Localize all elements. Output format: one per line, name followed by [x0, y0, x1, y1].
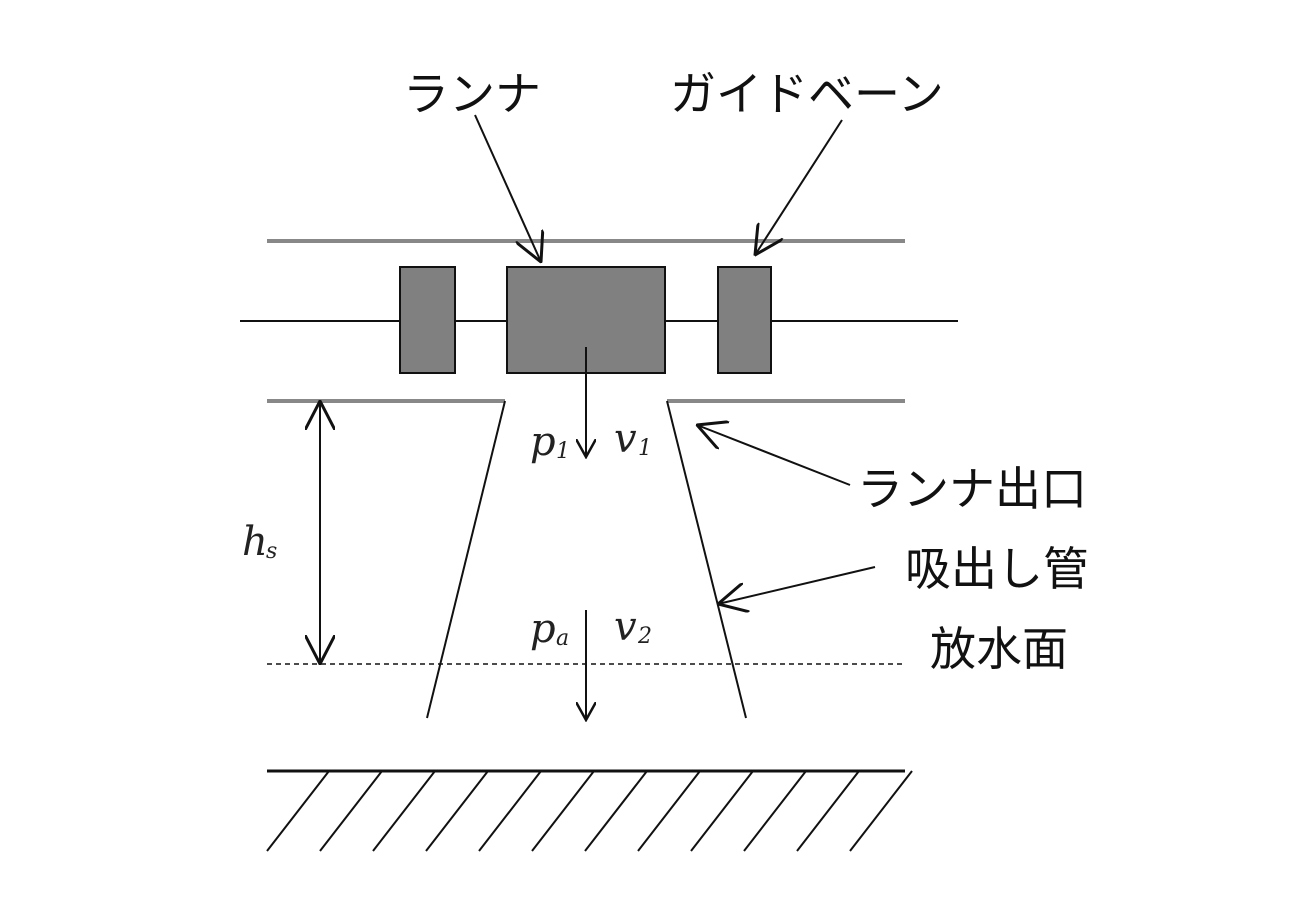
symbol-p1: p 1 [530, 419, 570, 465]
hs-sub: s [266, 539, 277, 564]
hatch-line [372, 770, 436, 852]
symbol-v1: v 1 [614, 416, 652, 462]
symbol-hs: h s [242, 519, 277, 565]
v2-base: v [614, 604, 637, 650]
symbol-pa: p a [530, 606, 569, 652]
label-tailwater-surface: 放水面 [930, 622, 1068, 676]
symbol-v2: v 2 [614, 604, 652, 650]
leader-draft-tube [718, 566, 876, 604]
label-guide-vane: ガイドベーン [670, 67, 944, 121]
hatch-line [743, 770, 807, 852]
hatch-line [849, 770, 913, 852]
pa-sub: a [556, 626, 569, 651]
hatch-line [425, 770, 489, 852]
leader-runner-outlet [697, 425, 851, 486]
ground-hatching [266, 770, 913, 852]
leader-guide-vane [755, 119, 843, 255]
left-vane-block [399, 266, 456, 374]
hatch-line [478, 770, 542, 852]
hatch-line [690, 770, 754, 852]
draft-tube-right-wall [666, 400, 747, 719]
hatch-line [319, 770, 383, 852]
leader-runner [474, 114, 541, 262]
guide-vane-block [717, 266, 772, 374]
label-runner: ランナ [403, 67, 541, 121]
v2-sub: 2 [637, 624, 652, 649]
hatch-line [531, 770, 595, 852]
hatch-line [796, 770, 860, 852]
p1-base: p [530, 419, 556, 465]
hatch-line [637, 770, 701, 852]
v1-sub: 1 [638, 436, 652, 461]
hs-base: h [242, 519, 268, 565]
label-draft-tube: 吸出し管 [905, 542, 1089, 596]
label-runner-outlet: ランナ出口 [857, 462, 1087, 516]
hatch-line [266, 770, 330, 852]
pa-base: p [530, 606, 556, 652]
p1-sub: 1 [556, 439, 570, 464]
draft-tube-left-wall [426, 400, 506, 719]
hatch-line [584, 770, 648, 852]
v1-base: v [614, 416, 637, 462]
